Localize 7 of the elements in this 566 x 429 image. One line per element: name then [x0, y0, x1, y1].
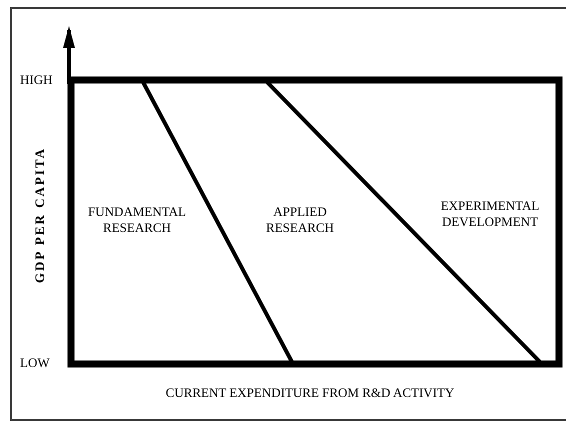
axis-title: CURRENT EXPENDITURE FROM R&D ACTIVITY — [164, 385, 456, 401]
region-label: EXPERIMENTAL DEVELOPMENT — [440, 198, 540, 230]
axis-value-label: HIGH — [20, 72, 54, 88]
region-label: FUNDAMENTAL RESEARCH — [87, 204, 187, 236]
axis-value-label: LOW — [20, 355, 51, 371]
region-label: APPLIED RESEARCH — [265, 204, 335, 236]
axis-title: GDP PER CAPITA — [32, 146, 48, 286]
